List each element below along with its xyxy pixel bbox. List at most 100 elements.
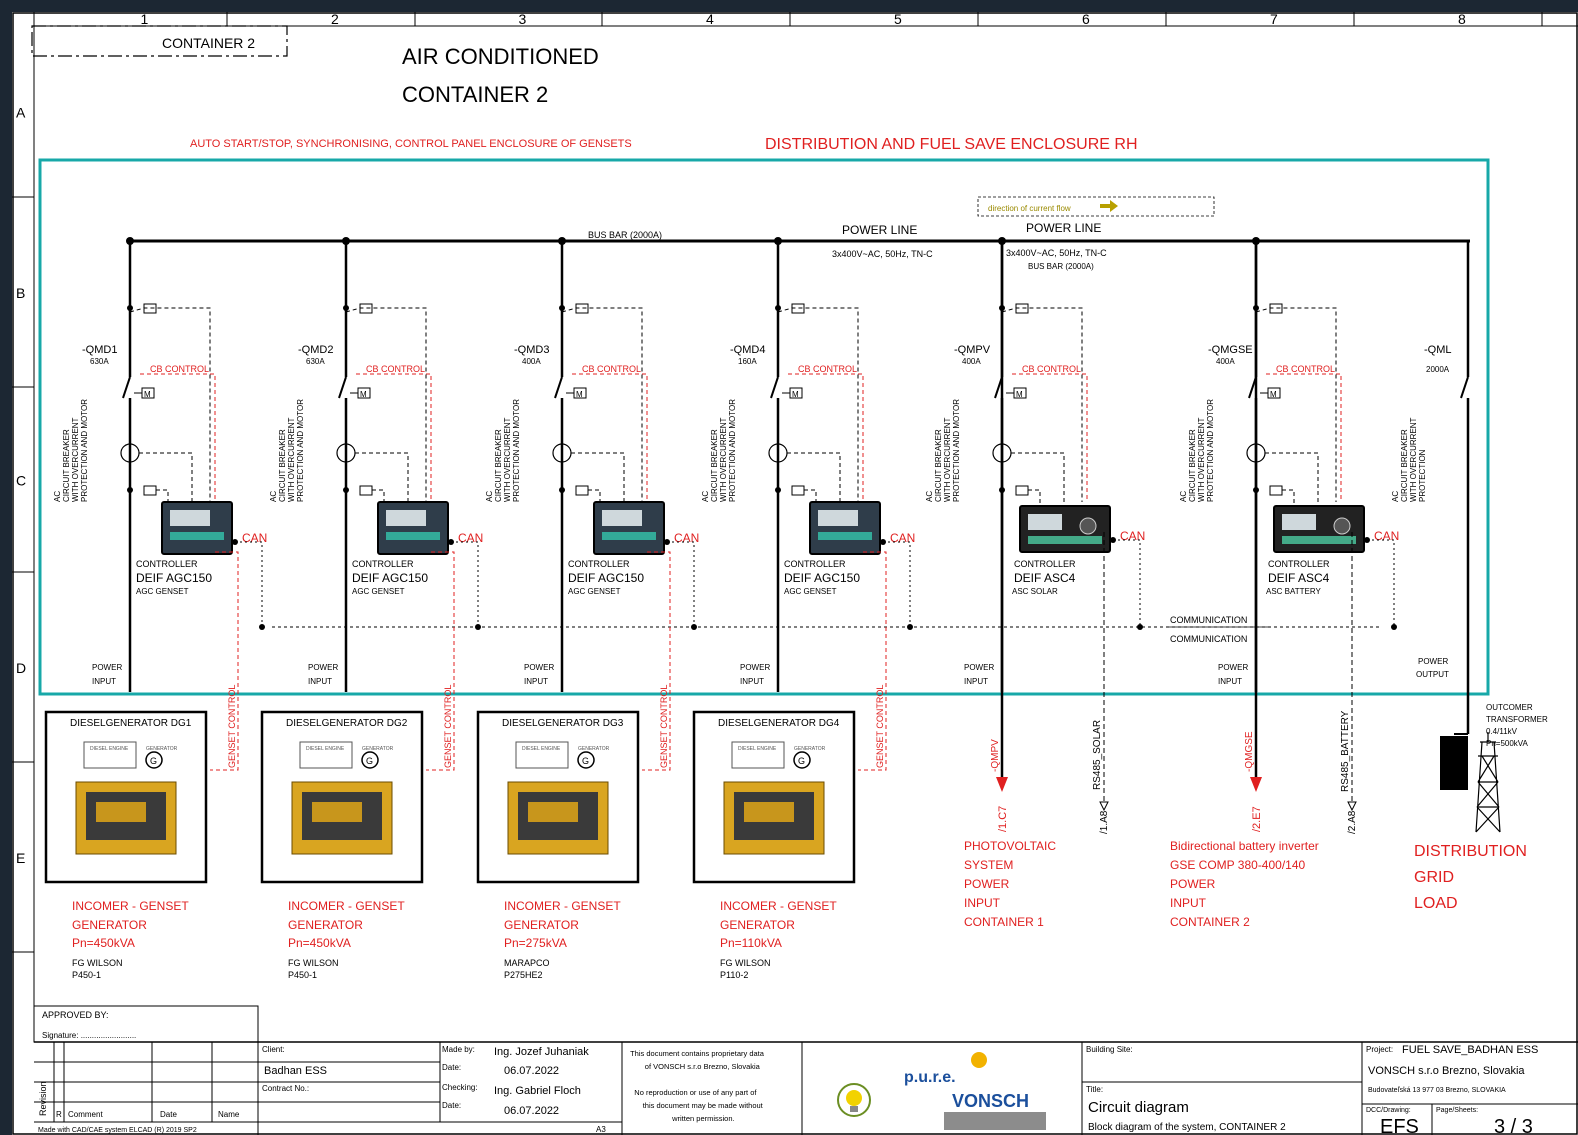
- genset-3-control-label: GENSET CONTROL: [659, 685, 669, 768]
- genset-3-cb-control: CB CONTROL: [582, 364, 641, 374]
- rev-col-date: Date: [160, 1110, 177, 1119]
- load-output: OUTPUT: [1416, 670, 1449, 679]
- pv-breaker: -QMPV: [954, 344, 991, 356]
- load-power: POWER: [1418, 657, 1448, 666]
- direction-box: [977, 196, 1215, 217]
- genset-4-rating: 160A: [738, 357, 757, 366]
- pv-cb-control: CB CONTROL: [1022, 364, 1081, 374]
- notice-line: this document may be made without: [643, 1101, 764, 1110]
- genset-4-controller-unit: [809, 501, 881, 555]
- generator-label: GENERATOR: [794, 746, 826, 752]
- company: VONSCH s.r.o Brezno, Slovakia: [1368, 1065, 1525, 1077]
- genset-2-power: POWER: [308, 663, 338, 672]
- genset-1-can: CAN: [242, 531, 267, 545]
- generator-label: GENERATOR: [362, 746, 394, 752]
- battery-input: INPUT: [1218, 677, 1242, 686]
- genset-1-power: POWER: [92, 663, 122, 672]
- section-left-title: AUTO START/STOP, SYNCHRONISING, CONTROL …: [190, 138, 632, 150]
- column-label: 6: [1082, 12, 1090, 27]
- genset-4-controller: DEIF AGC150: [784, 571, 860, 585]
- rs485-battery-ref: /2.A8: [1347, 810, 1358, 834]
- genset-4-power: Pn=110kVA: [720, 936, 782, 950]
- title-line-2: CONTAINER 2: [402, 82, 548, 107]
- column-label: 8: [1458, 12, 1466, 27]
- contract-label: Contract No.:: [262, 1084, 309, 1093]
- power-line-2: POWER LINE: [1026, 221, 1101, 235]
- genset-3-rating: 400A: [522, 357, 541, 366]
- genset-2-breaker: -QMD2: [298, 344, 333, 356]
- genset-2-controller-label: CONTROLLER: [352, 559, 414, 569]
- genset-1-model: P450-1: [72, 970, 101, 980]
- generator-symbol-letter: G: [150, 756, 157, 766]
- genset-4-cb-description: ACCIRCUIT BREAKERWITH OVERCURRENTPROTECT…: [701, 399, 737, 502]
- generator-symbol-letter: G: [798, 756, 805, 766]
- load-rating: 2000A: [1426, 365, 1450, 374]
- battery-ref: /2.E7: [1251, 806, 1263, 832]
- diesel-engine-icon: [299, 741, 353, 769]
- genset-1-controller: DEIF AGC150: [136, 571, 212, 585]
- generator-label: GENERATOR: [578, 746, 610, 752]
- container-tag: CONTAINER 2: [162, 35, 255, 51]
- rev-col-comment: Comment: [68, 1110, 103, 1119]
- date-1: 06.07.2022: [504, 1065, 559, 1077]
- diesel-engine-icon: [515, 741, 569, 769]
- genset-1-generator: GENERATOR: [72, 918, 147, 932]
- genset-3-generator: GENERATOR: [504, 918, 579, 932]
- genset-3-can: CAN: [674, 531, 699, 545]
- date-label-2: Date:: [442, 1101, 461, 1110]
- column-label: 5: [894, 12, 902, 27]
- genset-2-model: P450-1: [288, 970, 317, 980]
- rs485-battery: RS485_BATTERY: [1340, 710, 1351, 792]
- genset-4-power: POWER: [740, 663, 770, 672]
- column-label: 2: [331, 12, 339, 27]
- generator-symbol-icon: [577, 751, 595, 769]
- genset-1-power: Pn=450kVA: [72, 936, 135, 950]
- row-label: B: [16, 285, 25, 301]
- genset-2-cb-control: CB CONTROL: [366, 364, 425, 374]
- logo-pure: p.u.r.e.: [904, 1069, 956, 1086]
- load-cb-description: ACCIRCUIT BREAKERWITH OVERCURRENTPROTECT…: [1391, 417, 1427, 502]
- genset-2-generator: GENERATOR: [288, 918, 363, 932]
- date-2: 06.07.2022: [504, 1105, 559, 1117]
- pv-feeder: -QMPV /1.C7 RS485_SOLAR /1.A8 PHOTOVOLTA…: [964, 241, 1110, 929]
- genset-4-can: CAN: [890, 531, 915, 545]
- load-breaker: -QML: [1424, 344, 1452, 356]
- genset-4-title: DIESELGENERATOR DG4: [718, 718, 840, 729]
- genset-3-model: P275HE2: [504, 970, 543, 980]
- genset-3-breaker: -QMD3: [514, 344, 549, 356]
- genset-3-maker: MARAPCO: [504, 958, 550, 968]
- genset-3-power: POWER: [524, 663, 554, 672]
- pv-rating: 400A: [962, 357, 981, 366]
- generator-symbol-icon: [793, 751, 811, 769]
- pv-power: POWER: [964, 663, 994, 672]
- battery-breaker: -QMGSE: [1208, 344, 1253, 356]
- project: FUEL SAVE_BADHAN ESS: [1402, 1044, 1538, 1056]
- genset-1-controller-label: CONTROLLER: [136, 559, 198, 569]
- genset-2-input: INPUT: [308, 677, 332, 686]
- column-label: 7: [1270, 12, 1278, 27]
- notice-line: of VONSCH s.r.o Brezno, Slovakia: [645, 1062, 761, 1071]
- genset-4-maker: FG WILSON: [720, 958, 771, 968]
- rev-col-r: R: [56, 1110, 62, 1119]
- row-label: A: [16, 105, 26, 121]
- genset-3-cb-description: ACCIRCUIT BREAKERWITH OVERCURRENTPROTECT…: [485, 399, 521, 502]
- pv-controller-sub: ASC SOLAR: [1012, 587, 1058, 596]
- made-by: Ing. Jozef Juhaniak: [494, 1046, 589, 1058]
- pv-input: INPUT: [964, 677, 988, 686]
- genset-3-controller-sub: AGC GENSET: [568, 587, 621, 596]
- diesel-engine-icon: [731, 741, 785, 769]
- motor-icon: M: [1270, 390, 1277, 399]
- battery-can: CAN: [1374, 529, 1399, 543]
- communication-label-1: COMMUNICATION: [1170, 615, 1247, 625]
- battery-arrow-icon: [1250, 777, 1262, 792]
- sheet-frame: [12, 12, 1578, 1135]
- transformer-block: [1440, 736, 1468, 790]
- notice-line: This document contains proprietary data: [630, 1049, 765, 1058]
- genset-2-power: Pn=450kVA: [288, 936, 351, 950]
- genset-1-rating: 630A: [90, 357, 109, 366]
